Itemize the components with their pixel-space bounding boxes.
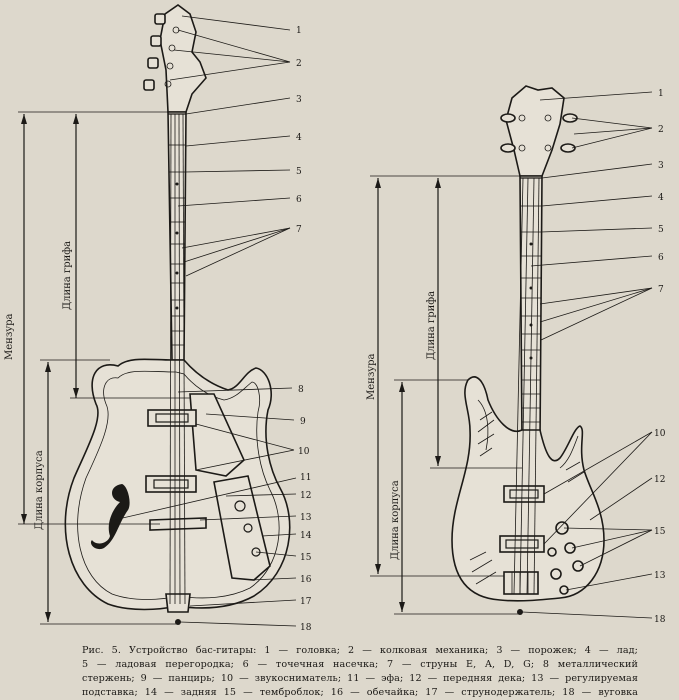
- caption-line-1: Рис. 5. Устройство бас-гитары: 1 — голов…: [82, 645, 638, 656]
- left-callout-17: 17: [300, 597, 312, 607]
- left-callout-3: 3: [296, 95, 302, 105]
- right-callout-5: 5: [658, 225, 664, 235]
- caption-line-2: 5 — ладовая перегородка; 6 — точечная на…: [82, 659, 638, 670]
- left-callout-1: 1: [296, 26, 302, 36]
- right-leaders: [521, 91, 653, 619]
- left-callout-11: 11: [300, 473, 311, 483]
- left-callout-16: 16: [300, 575, 312, 585]
- right-callout-7: 7: [658, 285, 664, 295]
- caption-line-4: подставка; 14 — задняя 15 — темброблок; …: [82, 687, 638, 698]
- caption-line-3: стержень; 9 — панцирь; 10 — звукоснимате…: [82, 673, 638, 684]
- right-callout-10: 10: [654, 429, 666, 439]
- right-scale-label: Мензура: [366, 353, 377, 400]
- left-callout-13: 13: [300, 513, 312, 523]
- left-callout-14: 14: [300, 531, 312, 541]
- left-callout-7: 7: [296, 225, 302, 235]
- left-callout-8: 8: [298, 385, 304, 395]
- left-scale-label: Мензура: [4, 313, 15, 360]
- left-callout-15: 15: [300, 553, 312, 563]
- right-callout-4: 4: [658, 193, 664, 203]
- left-neck-length-label: Длина грифа: [62, 241, 73, 310]
- left-callout-10: 10: [298, 447, 310, 457]
- right-neck-length-label: Длина грифа: [426, 291, 437, 360]
- right-callout-3: 3: [658, 161, 664, 171]
- left-callout-6: 6: [296, 195, 302, 205]
- left-callout-2: 2: [296, 59, 302, 69]
- right-dimensions: [370, 175, 522, 615]
- right-callout-13: 13: [654, 571, 666, 581]
- left-callout-9: 9: [300, 417, 306, 427]
- left-dimensions: [18, 111, 190, 625]
- left-body-length-label: Длина корпуса: [34, 450, 45, 530]
- left-callout-5: 5: [296, 167, 302, 177]
- left-callout-12: 12: [300, 491, 311, 501]
- right-callout-1: 1: [658, 89, 664, 99]
- left-callout-18: 18: [300, 623, 312, 633]
- figure-caption: Рис. 5. Устройство бас-гитары: 1 — голов…: [82, 644, 638, 700]
- right-body-length-label: Длина корпуса: [390, 480, 401, 560]
- right-callout-15: 15: [654, 527, 666, 537]
- right-guitar: [451, 85, 605, 615]
- right-callout-12: 12: [654, 475, 665, 485]
- right-callout-18: 18: [654, 615, 666, 625]
- right-callout-6: 6: [658, 253, 664, 263]
- left-leaders: [113, 15, 297, 627]
- left-callout-4: 4: [296, 133, 302, 143]
- right-callout-2: 2: [658, 125, 664, 135]
- left-guitar: [64, 4, 291, 625]
